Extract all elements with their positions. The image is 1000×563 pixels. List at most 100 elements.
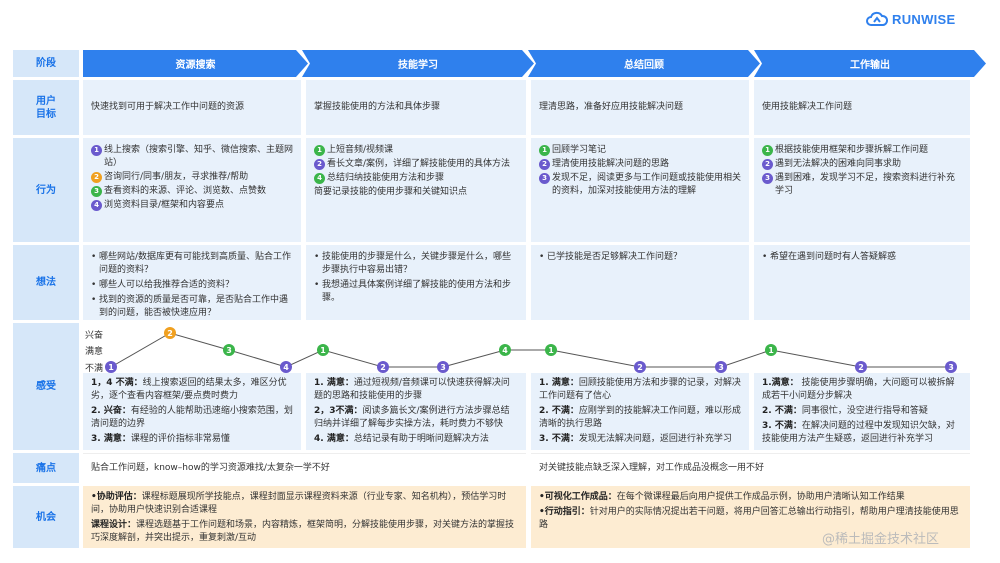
emotion-point-marker xyxy=(164,327,176,339)
thought-text: 技能使用的步骤是什么，关键步骤是什么，哪些步骤执行中容易出错？ xyxy=(322,252,512,275)
emotion-point-label: 1 xyxy=(108,363,114,372)
action-item: 简要记录技能的使用步骤和关键知识点 xyxy=(314,186,518,199)
row-label-feeling: 感受 xyxy=(13,323,79,450)
feeling-tag: 2. 不满： xyxy=(762,406,802,416)
opportunity-tag: 课程设计： xyxy=(91,520,137,530)
stage-header-2: 技能学习 xyxy=(302,50,534,77)
feeling-text: 通过短视频/音频课可以快速获得解决问题的思路和技能使用的步骤 xyxy=(314,378,510,401)
opportunity-item: •可视化工作成品：在每个微课程最后向用户提供工作成品示例，协助用户清晰认知工作结… xyxy=(539,491,962,504)
watermark: @稀土掘金技术社区 xyxy=(822,532,940,547)
step-number-icon: 3 xyxy=(91,186,102,197)
step-number-icon: 2 xyxy=(762,159,773,170)
bullet-icon: • xyxy=(91,252,97,262)
bullet-icon: • xyxy=(314,280,320,290)
goal-cell-2: 掌握技能使用的方法和具体步骤 xyxy=(306,80,526,135)
row-label-stage: 阶段 xyxy=(13,50,79,77)
thought-text: 已学技能是否足够解决工作问题？ xyxy=(547,252,683,262)
feeling-item: 1. 满意：通过短视频/音频课可以快速获得解决问题的思路和技能使用的步骤 xyxy=(314,377,518,403)
step-number-icon: 1 xyxy=(314,145,325,156)
feeling-item: 2. 不满：同事很忙，没空进行指导和答疑 xyxy=(762,405,962,418)
feeling-tag: 2. 兴奋： xyxy=(91,406,131,416)
opportunity-item: •行动指引：针对用户的实际情况提出若干问题，将用户回答汇总输出行动指引，帮助用户… xyxy=(539,506,962,532)
emotion-point-marker xyxy=(223,344,235,356)
opportunity-text: 针对用户的实际情况提出若干问题，将用户回答汇总输出行动指引，帮助用户理清技能使用… xyxy=(539,507,959,530)
feeling-item: 3. 满意：课程的评价指标非常易懂 xyxy=(91,433,293,446)
thought-text: 哪些人可以给我推荐合适的资料？ xyxy=(99,280,235,290)
action-text: 查看资料的来源、评论、浏览数、点赞数 xyxy=(104,186,267,196)
emotion-point: 4 xyxy=(280,361,292,373)
goal-cell-3: 理清思路，准备好应用技能解决问题 xyxy=(531,80,749,135)
feeling-text: 同事很忙，没空进行指导和答疑 xyxy=(801,406,928,416)
feeling-tag: 3. 不满： xyxy=(539,434,579,444)
feeling-text: 技能使用步骤明确，大问题可以被拆解成若干小问题分步解决 xyxy=(762,378,955,401)
step-number-icon: 3 xyxy=(762,173,773,184)
action-text: 回顾学习笔记 xyxy=(552,145,607,155)
thought-cell-4: •希望在遇到问题时有人答疑解惑 xyxy=(754,245,970,320)
opportunity-cell-1: •协助评估：课程标题展现所学技能点，课程封面显示课程资料来源（行业专家、知名机构… xyxy=(83,486,526,548)
feeling-item: 2，3不满：阅读多篇长文/案例进行方法步骤总结归纳并详细了解每步实操方法，耗时费… xyxy=(314,405,518,431)
step-number-icon: 3 xyxy=(539,173,550,184)
stage-header-3: 总结回顾 xyxy=(528,50,760,77)
emotion-point-marker xyxy=(765,344,777,356)
action-text: 简要记录技能的使用步骤和关键知识点 xyxy=(314,187,468,197)
emotion-level-excited: 兴奋 xyxy=(85,331,104,341)
opportunity-tag: •可视化工作成品： xyxy=(539,492,617,502)
bullet-icon: • xyxy=(762,252,768,262)
feeling-tag: 1. 满意： xyxy=(539,378,579,388)
goal-text: 快速找到可用于解决工作中问题的资源 xyxy=(91,102,245,112)
emotion-point-marker xyxy=(945,361,957,373)
row-label-action: 行为 xyxy=(13,138,79,242)
emotion-point-marker xyxy=(715,361,727,373)
emotion-point-label: 3 xyxy=(440,363,446,372)
feeling-item: 2. 兴奋：有经验的人能帮助迅速缩小搜索范围，划清问题的边界 xyxy=(91,405,293,431)
emotion-point-marker xyxy=(437,361,449,373)
emotion-point: 3 xyxy=(945,361,957,373)
step-number-icon: 2 xyxy=(314,159,325,170)
emotion-point: 2 xyxy=(855,361,867,373)
pain-text: 贴合工作问题，know–how的学习资源难找/太复杂一学不好 xyxy=(91,463,330,473)
feeling-text: 应刚学到的技能解决工作问题，难以形成清晰的执行思路 xyxy=(539,406,741,429)
emotion-point-label: 1 xyxy=(768,346,774,355)
pain-cell-2: 对关键技能点缺乏深入理解，对工作成品没概念一用不好 xyxy=(531,453,970,483)
thought-cell-1: •哪些网站/数据库更有可能找到高质量、贴合工作问题的资料？ •哪些人可以给我推荐合… xyxy=(83,245,301,320)
emotion-point-marker xyxy=(634,361,646,373)
cloud-logo-icon xyxy=(866,11,888,26)
emotion-point-marker xyxy=(280,361,292,373)
emotion-point-label: 2 xyxy=(858,363,864,372)
feeling-item: 1.满意： 技能使用步骤明确，大问题可以被拆解成若干小问题分步解决 xyxy=(762,377,962,403)
emotion-point-label: 3 xyxy=(226,346,232,355)
emotion-point: 1 xyxy=(317,344,329,356)
emotion-point-label: 2 xyxy=(380,363,386,372)
thought-item: •哪些人可以给我推荐合适的资料？ xyxy=(91,279,293,292)
feeling-item: 1. 满意：回顾技能使用方法和步骤的记录，对解决工作问题有了信心 xyxy=(539,377,741,403)
feeling-tag: 3. 满意： xyxy=(91,434,131,444)
emotion-point-marker xyxy=(545,344,557,356)
thought-text: 找到的资源的质量是否可靠，是否贴合工作中遇到的问题，能否被快速应用？ xyxy=(99,295,289,318)
emotion-level-satisfied: 满意 xyxy=(85,347,104,357)
opportunity-tag: •协助评估： xyxy=(91,492,142,502)
brand-logo: RUNWISE xyxy=(866,9,956,29)
action-text: 咨询同行/同事/朋友，寻求推荐/帮助 xyxy=(104,172,249,182)
stage-header-1: 资源搜索 xyxy=(83,50,308,77)
action-text: 遇到困难，发现学习不足，搜索资料进行补充学习 xyxy=(775,173,956,196)
opportunity-text: 课程选题基于工作问题和场景，内容精炼，框架简明，分解技能使用步骤，对关键方法的掌… xyxy=(91,520,515,543)
thought-text: 哪些网站/数据库更有可能找到高质量、贴合工作问题的资料？ xyxy=(99,252,292,275)
stage-title: 资源搜索 xyxy=(175,60,216,71)
stage-header-4: 工作输出 xyxy=(754,50,986,77)
thought-cell-2: •技能使用的步骤是什么，关键步骤是什么，哪些步骤执行中容易出错？•我想通过具体案… xyxy=(306,245,526,320)
goal-cell-1: 快速找到可用于解决工作中问题的资源 xyxy=(83,80,301,135)
opportunity-cell-2: •可视化工作成品：在每个微课程最后向用户提供工作成品示例，协助用户清晰认知工作结… xyxy=(531,486,970,548)
goal-cell-4: 使用技能解决工作问题 xyxy=(754,80,970,135)
emotion-point: 2 xyxy=(164,327,176,339)
feeling-tag: 2. 不满： xyxy=(539,406,579,416)
feeling-text: 有经验的人能帮助迅速缩小搜索范围，划清问题的边界 xyxy=(91,406,293,429)
emotion-point: 3 xyxy=(223,344,235,356)
